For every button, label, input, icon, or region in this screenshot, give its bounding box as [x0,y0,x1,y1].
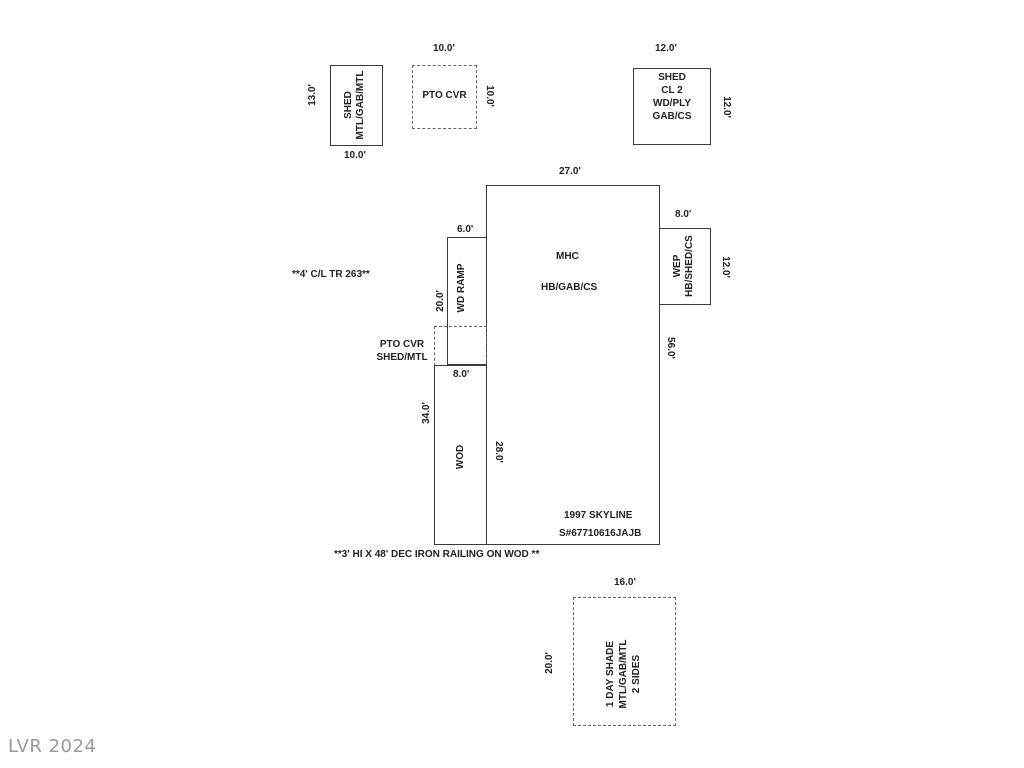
shade-height-dim: 20.0' [544,652,555,674]
mhc-year-make: 1997 SKYLINE [564,510,633,521]
wep-width-dim: 8.0' [675,209,692,220]
shed-b-height-dim: 12.0' [721,96,732,118]
wd-ramp-label: WD RAMP [456,263,467,313]
wod-width-dim: 8.0' [453,369,470,380]
shed-a-label: SHED MTL/GAB/MTL [343,70,366,140]
pto-cvr-top-width-dim: 10.0' [433,43,455,54]
wod-height-dim: 34.0' [421,402,432,424]
wd-ramp-outline [447,237,487,365]
shed-a-height-dim: 13.0' [307,84,318,106]
shed-b-width-dim: 12.0' [655,43,677,54]
pto-cvr-side-label: PTO CVR SHED/MTL [376,339,428,363]
mhc-label: MHC [556,251,579,262]
shed-a-width-dim: 10.0' [344,150,366,161]
mhc-sublabel: HB/GAB/CS [541,282,598,293]
wod-outline [434,365,487,545]
shade-outline [573,597,676,726]
mhc-serial: S#67710616JAJB [559,528,642,539]
watermark: LVR 2024 [8,736,97,757]
shade-width-dim: 16.0' [614,577,636,588]
pto-cvr-top-outline [412,65,477,129]
mhc-inner-dim: 28.0' [493,441,504,463]
wod-label: WOD [455,444,466,470]
shed-a-outline [330,65,383,146]
wd-ramp-height-dim: 20.0' [435,290,446,312]
wep-outline [659,228,711,305]
shed-b-outline [633,68,711,145]
mhc-height-dim: 56.0' [665,337,676,359]
shade-label: 1 DAY SHADE MTL/GAB/MTL 2 SIDES [605,639,642,709]
fence-note: **4' C/L TR 263** [292,269,370,280]
railing-note: **3' HI X 48' DEC IRON RAILING ON WOD ** [334,549,540,560]
wep-label: WEP HB/SHED/CS [672,235,695,297]
shed-b-label: SHED CL 2 WD/PLY GAB/CS [652,72,692,122]
wd-ramp-width-dim: 6.0' [457,224,474,235]
mhc-width-dim: 27.0' [559,166,581,177]
mhc-outline [486,185,660,545]
wep-height-dim: 12.0' [720,256,731,278]
pto-cvr-side-outline [434,326,487,366]
pto-cvr-top-height-dim: 10.0' [484,85,495,107]
pto-cvr-top-label: PTO CVR [422,90,467,101]
